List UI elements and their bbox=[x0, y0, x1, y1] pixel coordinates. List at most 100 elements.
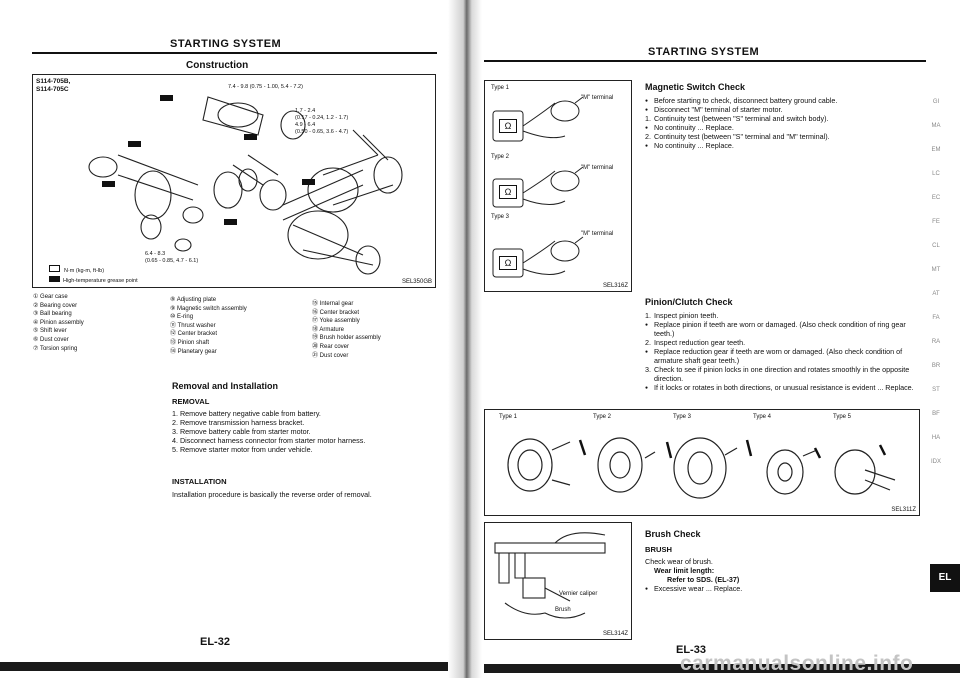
m-terminal-label-3: "M" terminal bbox=[581, 231, 614, 237]
magnetic-switch-list: Before starting to check, disconnect bat… bbox=[645, 96, 917, 151]
page-spine bbox=[448, 0, 482, 678]
type1-label: Type 1 bbox=[491, 85, 510, 91]
part-item: ⑳ Rear cover bbox=[312, 343, 350, 350]
torque-note-3: 6.4 - 8.3 (0.65 - 0.85, 4.7 - 6.1) bbox=[145, 251, 198, 265]
right-page-number: EL-33 bbox=[676, 644, 706, 656]
side-index-item[interactable]: FA bbox=[932, 315, 940, 321]
parts-list-col2: ⑧ Adjusting plate ⑨ Magnetic switch asse… bbox=[170, 296, 247, 356]
part-item: ㉑ Dust cover bbox=[312, 352, 349, 359]
side-index-item[interactable]: BF bbox=[932, 411, 940, 417]
side-index-item[interactable]: EM bbox=[931, 147, 941, 153]
el-section-tab[interactable]: EL bbox=[930, 564, 960, 592]
clutch-type-label: Type 4 bbox=[753, 414, 772, 420]
side-index-item[interactable]: GI bbox=[932, 99, 940, 105]
side-index-item[interactable]: FE bbox=[932, 219, 940, 225]
side-index-item[interactable]: BR bbox=[931, 363, 941, 369]
check-item: If it locks or rotates in both direction… bbox=[645, 383, 917, 393]
ohmmeter-icon: Ω bbox=[499, 185, 517, 199]
switch-test-diagram bbox=[492, 96, 584, 278]
brush-line: Wear limit length: bbox=[654, 566, 715, 575]
part-item: ⑭ Planetary gear bbox=[170, 348, 217, 355]
ohmmeter-icon: Ω bbox=[499, 256, 517, 270]
left-header: STARTING SYSTEM bbox=[170, 38, 282, 50]
brush-check-title: Brush Check bbox=[645, 529, 701, 539]
check-item-text: Inspect reduction gear teeth. bbox=[654, 338, 746, 347]
check-item-text: Inspect pinion teeth. bbox=[654, 311, 719, 320]
pinion-types-figure: Type 1 Type 2 Type 3 Type 4 Type 5 SEL31… bbox=[484, 409, 920, 516]
side-index-item[interactable]: HA bbox=[931, 435, 941, 441]
magnetic-switch-title: Magnetic Switch Check bbox=[645, 82, 746, 92]
check-item: No continuity ... Replace. bbox=[645, 123, 917, 133]
left-header-rule bbox=[32, 52, 437, 54]
model-label-2: S114-705C bbox=[36, 86, 69, 93]
step-number: 1. bbox=[645, 311, 651, 320]
part-item: ⑦ Torsion spring bbox=[33, 345, 78, 352]
removal-step: 4. Disconnect harness connector from sta… bbox=[172, 436, 366, 445]
side-index-item[interactable]: IDX bbox=[930, 459, 941, 465]
fig3-code: SEL314Z bbox=[602, 631, 628, 637]
side-index-item[interactable]: CL bbox=[932, 243, 940, 249]
check-item-text: Check to see if pinion locks in one dire… bbox=[654, 365, 910, 383]
fig1-code: SEL316Z bbox=[602, 283, 628, 289]
m-terminal-label-1: "M" terminal bbox=[581, 95, 614, 101]
model-label-1: S114-705B, bbox=[36, 78, 71, 85]
check-item-text: If it locks or rotates in both direction… bbox=[654, 383, 914, 392]
torque-note-2a: 1.7 - 2.4 bbox=[295, 108, 316, 114]
check-item: 2.Continuity test (between "S" terminal … bbox=[645, 132, 917, 141]
part-item: ⑮ Internal gear bbox=[312, 301, 354, 307]
parts-list-col1: ① Gear case ② Bearing cover ③ Ball beari… bbox=[33, 293, 84, 353]
torque-note-1: 7.4 - 9.8 (0.75 - 1.00, 5.4 - 7.2) bbox=[228, 84, 303, 90]
check-item: Replace reduction gear if teeth are worn… bbox=[645, 347, 917, 365]
check-item: No continuity ... Replace. bbox=[645, 141, 917, 151]
check-item: Replace pinion if teeth are worn or dama… bbox=[645, 320, 917, 338]
check-item-text: Replace reduction gear if teeth are worn… bbox=[654, 347, 903, 365]
side-index-item[interactable]: RA bbox=[931, 339, 941, 345]
removal-step: 5. Remove starter motor from under vehic… bbox=[172, 445, 313, 454]
removal-step: 2. Remove transmission harness bracket. bbox=[172, 418, 305, 427]
part-item: ⑩ E-ring bbox=[170, 314, 194, 321]
brush-line: Check wear of brush. bbox=[645, 557, 713, 566]
check-item: 2.Inspect reduction gear teeth. bbox=[645, 338, 917, 347]
side-index-item[interactable]: ST bbox=[932, 387, 940, 393]
step-number: 2. bbox=[645, 132, 651, 141]
step-number: 3. bbox=[645, 365, 651, 374]
part-item: ⑱ Armature bbox=[312, 326, 345, 333]
construction-title: Construction bbox=[186, 60, 249, 71]
brush-subtitle: BRUSH bbox=[645, 545, 673, 554]
step-number: 1. bbox=[645, 114, 651, 123]
pinion-clutch-title: Pinion/Clutch Check bbox=[645, 297, 733, 307]
torque-note-2b: (0.17 - 0.24, 1.2 - 1.7) bbox=[295, 115, 349, 121]
check-item-text: Continuity test (between "S" terminal an… bbox=[654, 114, 829, 123]
torque-note-2c: 4.9 - 6.4 bbox=[295, 122, 316, 128]
check-item-text: No continuity ... Replace. bbox=[654, 141, 734, 150]
removal-step: 1. Remove battery negative cable from ba… bbox=[172, 409, 321, 418]
part-item: ⑫ Center bracket bbox=[170, 331, 218, 338]
check-item: 3.Check to see if pinion locks in one di… bbox=[645, 365, 917, 383]
construction-figure: S114-705B, S114-705C bbox=[32, 74, 436, 288]
right-header-rule bbox=[484, 60, 926, 62]
side-index-item[interactable]: AT bbox=[932, 291, 940, 297]
figure-legend: N·m (kg-m, ft-lb) High-temperature greas… bbox=[49, 265, 138, 285]
legend-grease: High-temperature grease point bbox=[63, 277, 138, 284]
side-index: GI MA EM LC EC FE CL MT AT FA RA BR ST B… bbox=[928, 90, 944, 474]
torque-note-2d: (0.50 - 0.65, 3.6 - 4.7) bbox=[295, 129, 349, 135]
legend-torque: N·m (kg-m, ft-lb) bbox=[64, 268, 105, 274]
side-index-item[interactable]: MT bbox=[931, 267, 941, 273]
check-item: Disconnect "M" terminal of starter motor… bbox=[645, 105, 917, 115]
part-item: ⑪ Thrust washer bbox=[170, 322, 216, 329]
brush-check-figure: Vernier caliper Brush SEL314Z bbox=[484, 522, 632, 640]
side-index-item[interactable]: LC bbox=[932, 171, 940, 177]
side-index-item[interactable]: EC bbox=[931, 195, 941, 201]
watermark-text: carmanualsonline.info bbox=[680, 652, 914, 675]
torque-note-2: 1.7 - 2.4 (0.17 - 0.24, 1.2 - 1.7) 4.9 -… bbox=[295, 108, 348, 136]
part-item: ⑤ Shift lever bbox=[33, 328, 67, 335]
parts-list-col3: ⑮ Internal gear ⑯ Center bracket ⑰ Yoke … bbox=[312, 300, 381, 360]
left-page-number: EL-32 bbox=[200, 636, 230, 648]
starter-exploded-diagram bbox=[88, 95, 403, 275]
right-bottom-bar bbox=[484, 664, 960, 673]
part-item: ⑲ Brush holder assembly bbox=[312, 335, 381, 342]
vernier-caliper-drawing bbox=[494, 532, 606, 619]
figure-code: SEL350GB bbox=[401, 279, 432, 285]
side-index-item[interactable]: MA bbox=[931, 123, 941, 129]
bullet-icon: ● bbox=[645, 586, 649, 592]
